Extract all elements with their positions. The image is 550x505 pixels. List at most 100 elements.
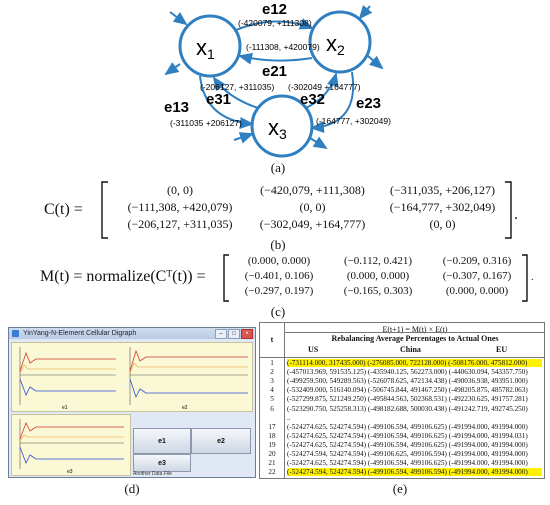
row-values: (-457013.969, 591535.125) (-435940.125, … xyxy=(287,368,528,377)
matrix-m-cell: (0.000, 0.000) xyxy=(247,255,311,267)
table-subtitle: Rebalancing Average Percentages to Actua… xyxy=(331,334,499,343)
matrix-m-cell: (−0.165, 0.303) xyxy=(343,285,413,297)
matrix-c-period: . xyxy=(514,206,518,223)
window-controls: – □ × xyxy=(215,329,253,339)
series-e2-red xyxy=(129,349,248,372)
row-index: 20 xyxy=(268,450,276,458)
matrix-m-lhs: M(t) = normalize(Cᵀ(t)) = xyxy=(40,268,206,285)
table-row: 3(-499259.500, 549289.563) (-526078.625,… xyxy=(260,377,544,385)
matrix-c-brackets xyxy=(101,181,512,239)
matrix-c-cell: (0, 0) xyxy=(167,183,193,197)
matrix-m-row: (0.000, 0.000)(−0.112, 0.421)(−0.209, 0.… xyxy=(230,255,530,270)
table-row: 20 (-524274.594, 524274.594) (-499106.625… xyxy=(260,450,544,458)
column-header-us: US xyxy=(308,345,319,354)
edge-e12 xyxy=(235,18,314,31)
row-values: (-523290.750, 525258.313) (-498182.688, … xyxy=(287,404,528,413)
e1-button[interactable]: e1 xyxy=(133,428,191,454)
row-values: (-524274.625, 524274.594) (-499106.594, … xyxy=(287,422,528,431)
matrix-c-cell: (−420,079, +111,308) xyxy=(260,183,365,197)
matrix-m-body: (0.000, 0.000)(−0.112, 0.421)(−0.209, 0.… xyxy=(230,255,530,300)
caption-d: (d) xyxy=(124,481,140,496)
edge-e13 xyxy=(199,75,254,129)
edge-name-e31: e31 xyxy=(206,91,231,108)
series-e1-red xyxy=(19,351,116,372)
row-values: (-524274.625, 524274.594) (-499106.594, … xyxy=(287,459,528,468)
edge-e32 xyxy=(305,72,339,109)
edge-name-e12: e12 xyxy=(262,1,287,18)
matrix-c-row: (−206,127, +311,035)(−302,049, +164,777)… xyxy=(110,217,510,234)
series-e1-orange xyxy=(19,364,116,374)
caption-a: (a) xyxy=(270,160,286,175)
matrix-m-cell: (−0.112, 0.421) xyxy=(343,255,413,267)
row-index: 17 xyxy=(268,422,276,431)
row-index: 18 xyxy=(268,431,276,440)
edge-value-e21: (-111308, +420079) xyxy=(246,42,320,52)
matrix-m-brackets xyxy=(223,254,528,302)
matrix-m-cell: (−0.307, 0.167) xyxy=(442,270,512,282)
edge-value-e31: (-206127, +311035) xyxy=(200,82,274,92)
series-e3-orange xyxy=(19,434,124,442)
matrix-m-cell: (0.000, 0.000) xyxy=(445,285,509,297)
cell-graph-bottom: e3 xyxy=(11,414,131,476)
matrix-m-cell: (0.000, 0.000) xyxy=(346,270,410,282)
caption-b: (b) xyxy=(270,237,286,252)
outflow-x3-arrow xyxy=(309,136,328,150)
row-values: (-524274.625, 524274.594) (-499106.594, … xyxy=(287,440,528,449)
digraph-figure: x1 x2 x3 e12 e21 e13 e31 e32 e23 (-42007… xyxy=(164,1,391,158)
row-index: 21 xyxy=(268,459,276,468)
series-e1-blue xyxy=(19,378,116,396)
another-data-file-button[interactable]: Another Data File xyxy=(133,471,172,477)
cell-label-e2: e2 xyxy=(182,405,188,411)
close-icon[interactable]: × xyxy=(241,329,253,339)
row-index: 1 xyxy=(270,359,274,367)
table-row: 17 (-524274.625, 524274.594) (-499106.594… xyxy=(260,423,544,431)
maximize-icon[interactable]: □ xyxy=(228,329,240,339)
window-title: YinYang-N-Element Cellular Digraph xyxy=(23,330,137,337)
edge-e31 xyxy=(212,76,259,109)
matrix-m-row: (−0.401, 0.106)(0.000, 0.000)(−0.307, 0.… xyxy=(230,270,530,285)
outflow-x1-arrow xyxy=(164,62,181,76)
row-values: (-499259.500, 549289.563) (-526078.625, … xyxy=(287,377,528,386)
edge-e21 xyxy=(238,52,313,65)
row-index: 5 xyxy=(270,395,274,404)
app-icon xyxy=(12,330,19,337)
cell-graph-top-plot: e1 e2 xyxy=(19,347,248,411)
matrix-c-cell: (−311,035, +206,127) xyxy=(389,183,496,197)
matrix-m-cell: (−0.297, 0.197) xyxy=(244,285,314,297)
cell-label-e3: e3 xyxy=(67,469,73,475)
t-column: t xyxy=(260,323,285,478)
series-e2-blue xyxy=(129,378,248,399)
results-table: t E(t+1) = M(t) × E(t) Rebalancing Avera… xyxy=(259,322,545,479)
e3-button[interactable]: e3 xyxy=(133,454,191,472)
table-row: 18(-524274.625, 524274.594) (-499106.594… xyxy=(260,432,544,440)
edge-value-e13: (-311035 +206127) xyxy=(170,118,242,128)
divider xyxy=(260,357,544,358)
inflow-x1-arrow xyxy=(169,11,188,26)
row-values: (-524274.594, 524274.594) (-499106.594, … xyxy=(287,468,542,477)
row-index: 6 xyxy=(270,404,274,413)
matrix-c-row: (−111,308, +420,079)(0, 0)(−164,777, +30… xyxy=(110,200,510,217)
series-e3-blue xyxy=(19,446,124,464)
minimize-icon[interactable]: – xyxy=(215,329,227,339)
row-values: (-731114.000, 317435.000) (-276085.000, … xyxy=(287,359,542,368)
caption-c: (c) xyxy=(270,304,286,319)
matrix-c-lhs: C(t) = xyxy=(44,201,83,218)
matrix-m-row: (−0.297, 0.197) (−0.165, 0.303) (0.000, 0.… xyxy=(230,285,530,300)
table-row: 5 (-527299.875, 521249.250) (-495844.563,… xyxy=(260,395,544,403)
table-row: 1 (-731114.000, 317435.000) (-276085.000,… xyxy=(260,359,544,368)
row-values: (-527299.875, 521249.250) (-495844.563, … xyxy=(287,395,528,404)
matrix-c-cell: (−206,127, +311,035) xyxy=(127,217,233,231)
row-values: (-524274.594, 524274.594) (-499106.625, … xyxy=(287,450,528,458)
row-values: (-532409.000, 516140.094) (-506745.844, … xyxy=(287,386,528,395)
e2-button[interactable]: e2 xyxy=(191,428,251,454)
row-index: 19 xyxy=(268,440,276,449)
matrix-m-period: . xyxy=(531,272,534,283)
edge-name-e23: e23 xyxy=(356,95,381,112)
row-index: 4 xyxy=(270,386,274,395)
table-row: 6 (-523290.750, 525258.313) (-498182.688,… xyxy=(260,405,544,413)
window-titlebar[interactable]: YinYang-N-Element Cellular Digraph – □ × xyxy=(9,328,255,339)
edge-e23 xyxy=(310,71,355,133)
table-row: 2(-457013.969, 591535.125) (-435940.125,… xyxy=(260,368,544,376)
table-title: E(t+1) = M(t) × E(t) xyxy=(382,325,448,334)
table-row: 4 (-532409.000, 516140.094) (-506745.844,… xyxy=(260,386,544,394)
